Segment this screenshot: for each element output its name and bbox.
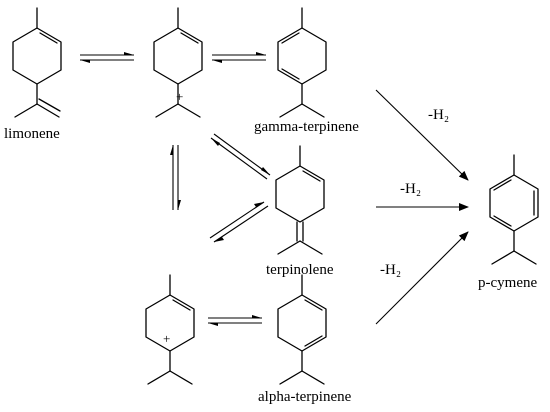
terpinolene-label: terpinolene bbox=[266, 262, 334, 278]
limonene-label: limonene bbox=[4, 126, 60, 142]
alpha-terpinene-label: alpha-terpinene bbox=[258, 389, 352, 405]
equilibrium-arrows-vertical bbox=[170, 145, 181, 210]
dehydrogenation-arrows bbox=[375, 89, 469, 325]
plus-charge-2: + bbox=[163, 331, 170, 346]
gamma-terpinene-label: gamma-terpinene bbox=[254, 119, 359, 135]
limonene-structure bbox=[12, 7, 62, 118]
equilibrium-arrows-diagonal-1 bbox=[210, 133, 271, 180]
equilibrium-arrows-1 bbox=[80, 52, 134, 63]
h2-label-2: -H₂ bbox=[400, 181, 421, 197]
cation-structure-2 bbox=[145, 274, 195, 385]
plus-charge-1: + bbox=[176, 89, 183, 104]
h2-label-1: -H₂ bbox=[428, 107, 449, 123]
equilibrium-arrows-2 bbox=[212, 52, 266, 63]
terpinolene-structure bbox=[275, 145, 325, 255]
alpha-terpinene-structure bbox=[277, 274, 327, 385]
h2-label-3: -H₂ bbox=[380, 262, 401, 278]
gamma-terpinene-structure bbox=[277, 7, 327, 118]
p-cymene-structure bbox=[489, 154, 539, 265]
equilibrium-arrows-diagonal-2 bbox=[209, 201, 269, 243]
equilibrium-arrows-3 bbox=[208, 315, 262, 326]
p-cymene-label: p-cymene bbox=[478, 275, 537, 291]
cation-structure-1 bbox=[153, 7, 203, 118]
